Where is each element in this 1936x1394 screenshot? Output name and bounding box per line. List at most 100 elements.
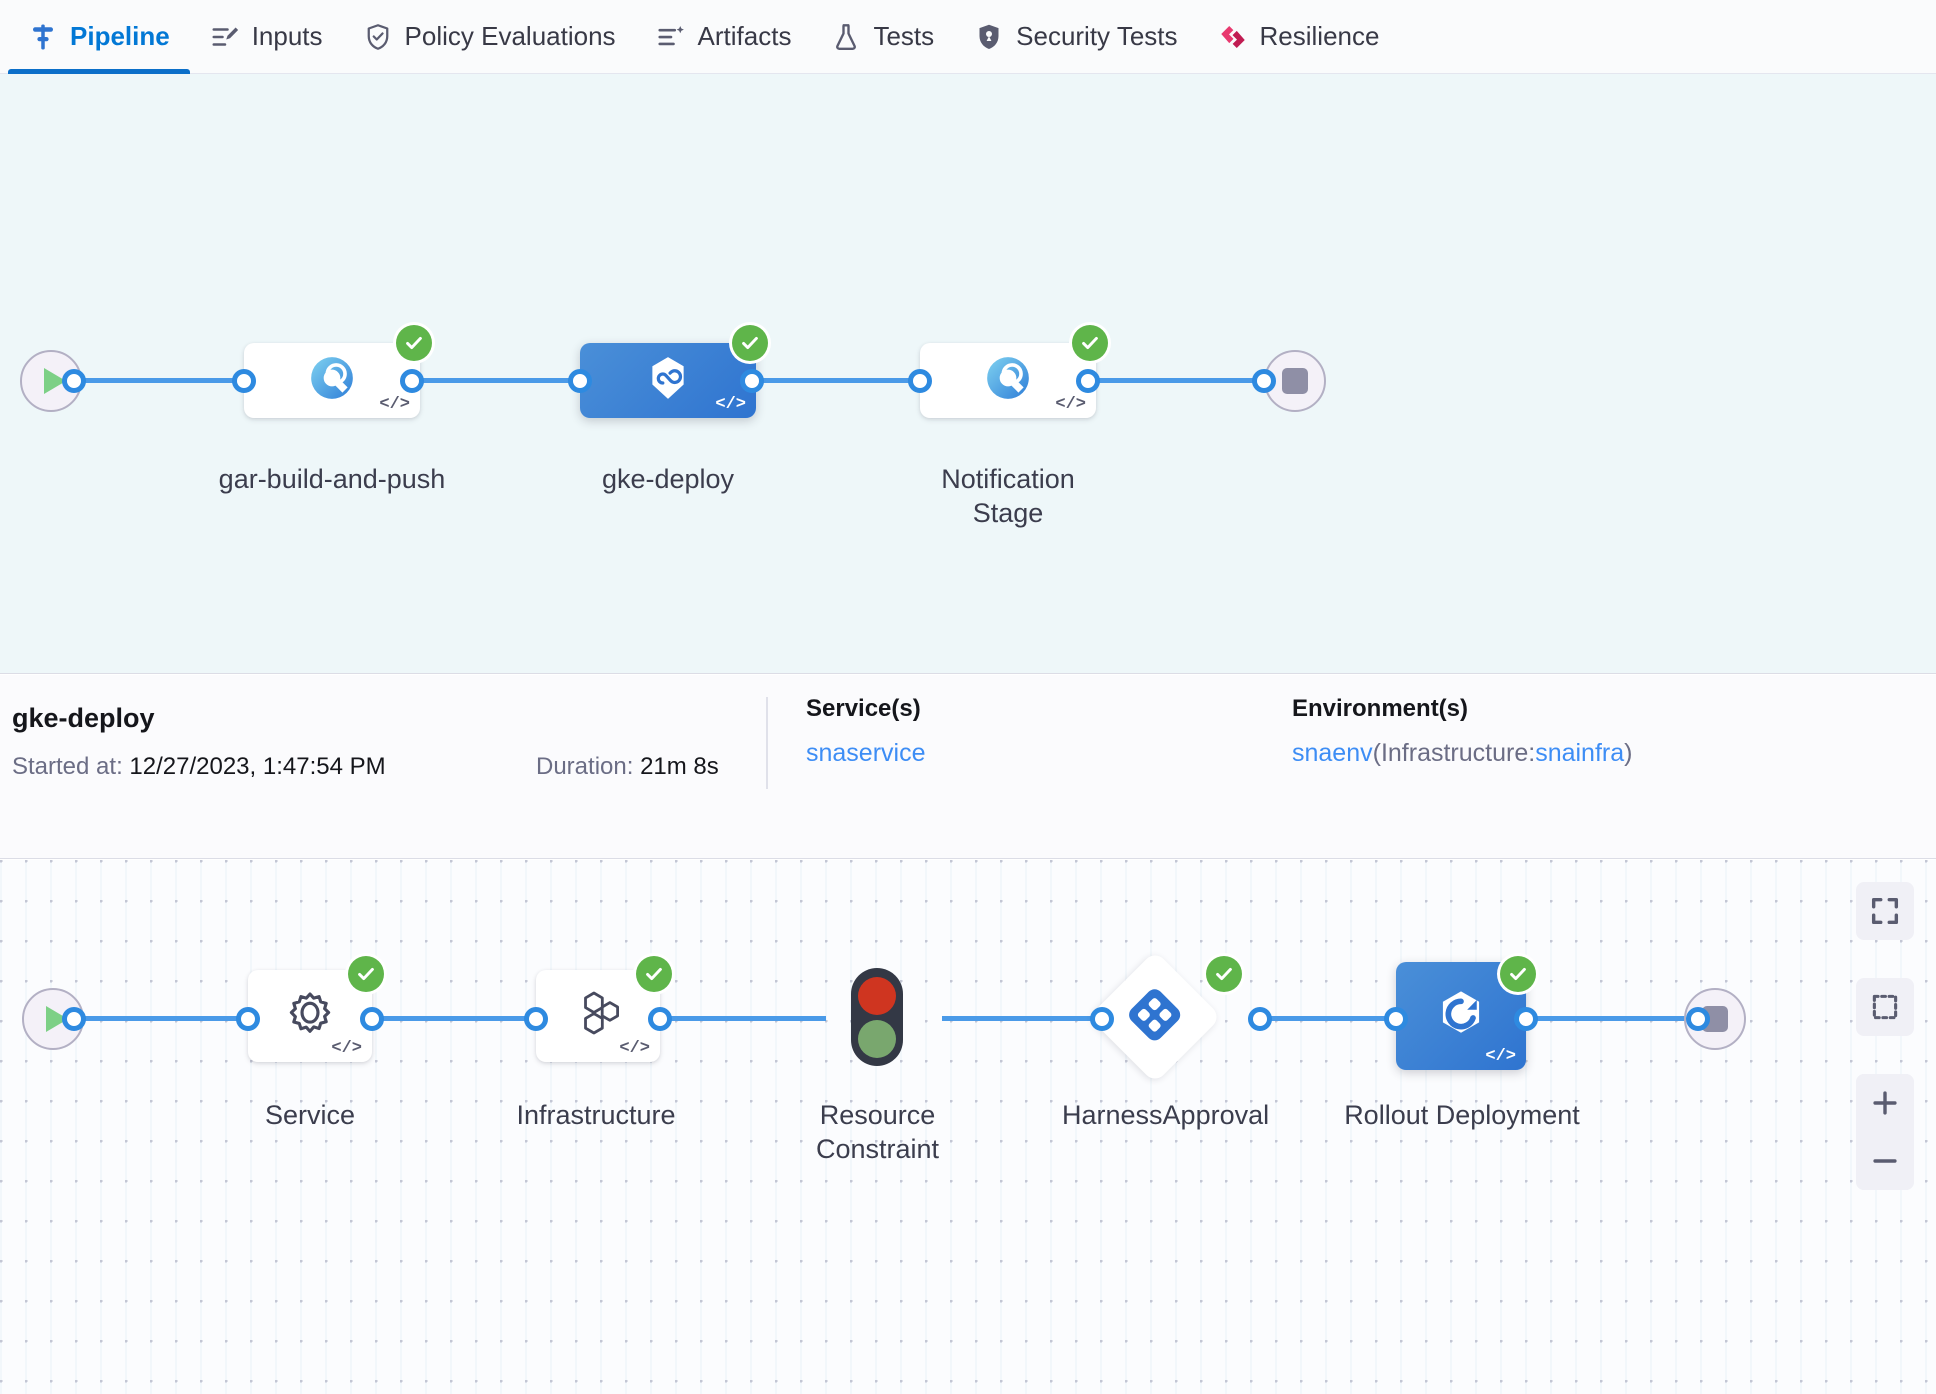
- stage-label-gar-build-and-push: gar-build-and-push: [218, 464, 446, 494]
- canvas-zoom-controls: [1856, 882, 1914, 1190]
- edge-stage1-to-stage2: [412, 378, 592, 383]
- stage-card-gke-deploy[interactable]: </>: [580, 343, 756, 418]
- tab-inputs[interactable]: Inputs: [190, 0, 343, 74]
- edge-resource-constraint-to-approval: [942, 1016, 1102, 1021]
- end-node-port[interactable]: [1252, 369, 1276, 393]
- tab-artifacts-label: Artifacts: [697, 21, 792, 51]
- stage-started-at: Started at: 12/27/2023, 1:47:54 PM: [12, 753, 386, 781]
- approval-port-out[interactable]: [1248, 1007, 1272, 1031]
- started-at-label: Started at:: [12, 753, 123, 780]
- yaml-code-icon[interactable]: </>: [1485, 1047, 1516, 1066]
- service-link[interactable]: snaservice: [806, 739, 926, 767]
- stage-detail-panel: gke-deploy Started at: 12/27/2023, 1:47:…: [0, 675, 1936, 859]
- services-column: Service(s) snaservice: [806, 695, 926, 768]
- services-heading: Service(s): [806, 695, 921, 722]
- edge-rollout-to-end: [1512, 1016, 1698, 1021]
- infrastructure-link[interactable]: snainfra: [1535, 739, 1625, 767]
- status-success-notification-stage: [1072, 325, 1108, 361]
- yaml-code-icon[interactable]: </>: [1055, 395, 1086, 414]
- duration-label: Duration:: [536, 753, 634, 780]
- traffic-light-red: [858, 976, 896, 1015]
- stage-duration: Duration: 21m 8s: [536, 753, 719, 781]
- yaml-code-icon[interactable]: </>: [619, 1039, 650, 1058]
- step-label-harness-approval: HarnessApproval: [1062, 1100, 1270, 1130]
- stage-start-port[interactable]: [62, 1007, 86, 1031]
- duration-value: 21m 8s: [640, 753, 719, 780]
- stage-label-notification-stage: Notification Stage: [941, 464, 1075, 529]
- tab-pipeline[interactable]: Pipeline: [8, 0, 190, 74]
- infrastructure-port-in[interactable]: [524, 1007, 548, 1031]
- status-success-service: [348, 956, 384, 992]
- stage2-port-out[interactable]: [740, 369, 764, 393]
- step-label-resource-constraint: Resource Constraint: [815, 1100, 940, 1165]
- deploy-stage-icon: [643, 353, 693, 408]
- inputs-icon: [210, 22, 240, 52]
- approval-port-in[interactable]: [1090, 1007, 1114, 1031]
- stage-card-gar-build-and-push[interactable]: </>: [244, 343, 420, 418]
- zoom-in-out-group: [1856, 1074, 1914, 1190]
- stage1-port-out[interactable]: [400, 369, 424, 393]
- tab-tests[interactable]: Tests: [811, 0, 954, 74]
- build-stage-icon: [307, 353, 357, 408]
- gear-icon: [281, 985, 339, 1048]
- rollout-port-out[interactable]: [1514, 1007, 1538, 1031]
- step-diamond-harness-approval[interactable]: [1088, 950, 1222, 1084]
- stage-end-port[interactable]: [1686, 1007, 1710, 1031]
- yaml-code-icon[interactable]: </>: [379, 395, 410, 414]
- tab-security-tests-label: Security Tests: [1016, 21, 1178, 51]
- tab-artifacts[interactable]: Artifacts: [636, 0, 812, 74]
- status-success-infrastructure: [636, 956, 672, 992]
- zoom-out-button[interactable]: [1856, 1132, 1914, 1190]
- select-area-button[interactable]: [1856, 978, 1914, 1036]
- stage-label-gke-deploy: gke-deploy: [601, 464, 735, 494]
- play-icon: [43, 368, 66, 394]
- status-success-harness-approval: [1206, 956, 1242, 992]
- tab-resilience-label: Resilience: [1259, 21, 1380, 51]
- environment-value-row: snaenv(Infrastructure:snainfra): [1292, 739, 1632, 768]
- resilience-icon: [1218, 22, 1248, 52]
- tab-resilience[interactable]: Resilience: [1198, 0, 1400, 74]
- rollout-port-in[interactable]: [1384, 1007, 1408, 1031]
- step-label-rollout-deployment: Rollout Deployment: [1344, 1100, 1580, 1130]
- service-port-out[interactable]: [360, 1007, 384, 1031]
- stage-detail-title: gke-deploy: [12, 703, 155, 733]
- started-at-value: 12/27/2023, 1:47:54 PM: [129, 753, 386, 780]
- yaml-code-icon[interactable]: </>: [715, 395, 746, 414]
- play-icon: [45, 1006, 68, 1032]
- edge-service-to-infrastructure: [372, 1016, 558, 1021]
- service-port-in[interactable]: [236, 1007, 260, 1031]
- service-value-row: snaservice: [806, 739, 926, 768]
- artifacts-icon: [656, 22, 686, 52]
- shield-check-icon: [363, 22, 393, 52]
- edge-start-to-service: [64, 1016, 250, 1021]
- zoom-in-button[interactable]: [1856, 1074, 1914, 1132]
- tab-policy-evaluations[interactable]: Policy Evaluations: [343, 0, 636, 74]
- stage-graph-canvas[interactable]: </> Service </> Infrastructure Resource …: [0, 860, 1936, 1394]
- stage2-port-in[interactable]: [568, 369, 592, 393]
- start-node-port[interactable]: [62, 369, 86, 393]
- traffic-light-green: [858, 1019, 896, 1058]
- step-label-infrastructure: Infrastructure: [516, 1100, 676, 1130]
- shield-scan-icon: [974, 22, 1004, 52]
- tab-security-tests[interactable]: Security Tests: [954, 0, 1197, 74]
- pipeline-graph-canvas[interactable]: </> gar-build-and-push </> gke-deploy: [0, 74, 1936, 674]
- edge-infrastructure-to-resource-constraint: [660, 1016, 826, 1021]
- step-traffic-light-resource-constraint[interactable]: [851, 968, 903, 1066]
- tab-inputs-label: Inputs: [251, 21, 323, 51]
- environment-link[interactable]: snaenv: [1292, 739, 1373, 767]
- stage3-port-in[interactable]: [908, 369, 932, 393]
- fit-screen-button[interactable]: [1856, 882, 1914, 940]
- edge-stage2-to-stage3: [752, 378, 920, 383]
- stage-card-notification-stage[interactable]: </>: [920, 343, 1096, 418]
- tab-pipeline-label: Pipeline: [70, 21, 170, 51]
- stage3-port-out[interactable]: [1076, 369, 1100, 393]
- hexagons-icon: [570, 986, 626, 1047]
- stage1-port-in[interactable]: [232, 369, 256, 393]
- rollout-icon: [1430, 983, 1492, 1050]
- edge-stage3-to-end: [1088, 378, 1278, 383]
- build-stage-icon: [983, 353, 1033, 408]
- status-success-gke-deploy: [732, 325, 768, 361]
- yaml-code-icon[interactable]: </>: [331, 1039, 362, 1058]
- end-node[interactable]: [1264, 350, 1326, 412]
- infrastructure-port-out[interactable]: [648, 1007, 672, 1031]
